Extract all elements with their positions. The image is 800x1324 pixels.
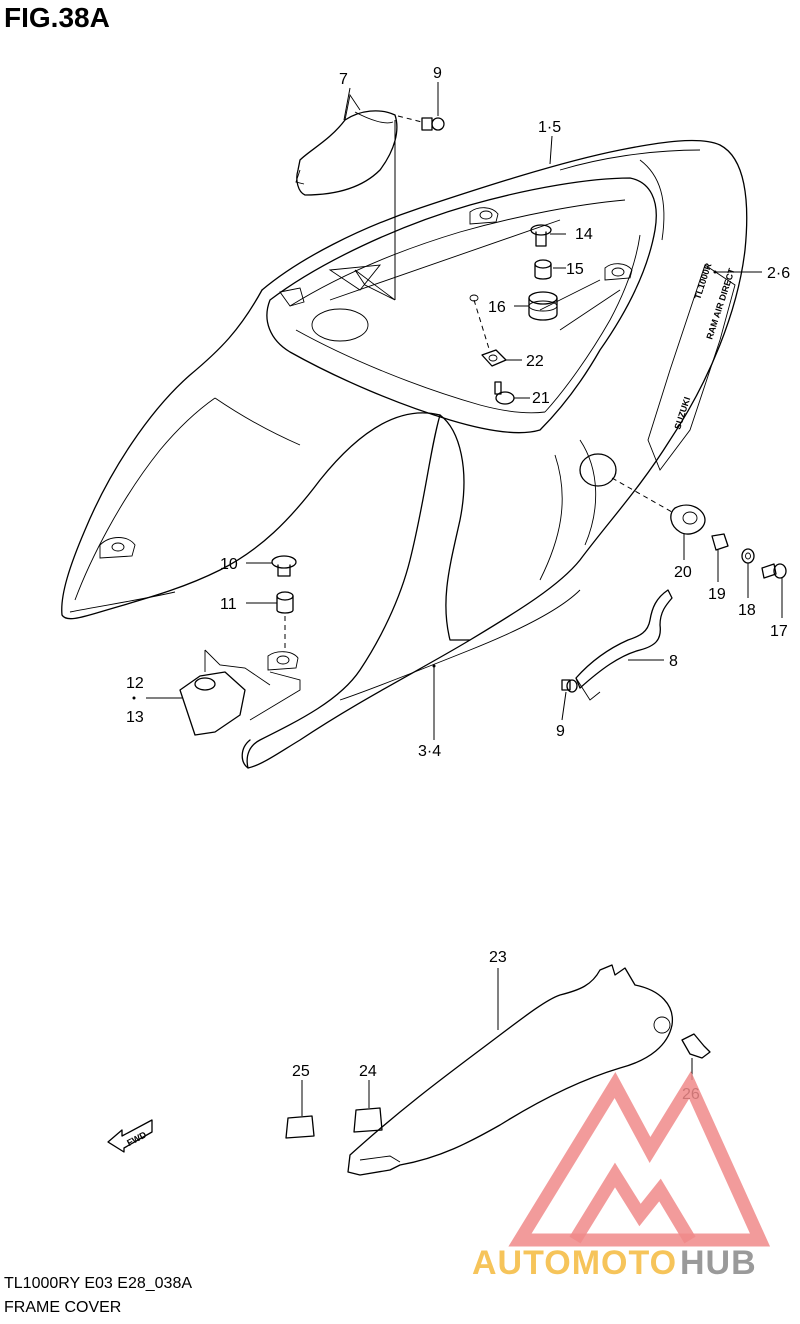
grommet-20 [670, 504, 706, 535]
svg-text:TL1000R: TL1000R [692, 261, 713, 300]
callout-3-4: 3·4 [418, 743, 441, 760]
callout-23: 23 [489, 949, 507, 966]
callout-12: 12 [126, 675, 144, 692]
collar-11 [276, 591, 294, 614]
fwd-arrow-icon: FWD [107, 1119, 153, 1153]
callout-13: 13 [126, 709, 144, 726]
nut-22 [481, 349, 507, 367]
seat-tail-cover [241, 139, 748, 769]
callout-1-5: 1·5 [538, 119, 561, 136]
washer-18 [741, 548, 755, 564]
callout-8: 8 [669, 653, 678, 670]
callout-17: 17 [770, 623, 788, 640]
pad-25 [285, 1115, 315, 1139]
callout-9-bottom: 9 [556, 723, 565, 740]
clip-26 [681, 1033, 711, 1059]
callout-19: 19 [708, 586, 726, 603]
callout-16: 16 [488, 299, 506, 316]
callout-15: 15 [566, 261, 584, 278]
screw-9-bottom [561, 679, 578, 693]
callout-2-6: 2·6 [767, 265, 790, 282]
pad-24 [353, 1107, 383, 1133]
collar-15 [534, 259, 552, 280]
leader-lines [132, 82, 783, 1116]
callout-14: 14 [575, 226, 593, 243]
mount-12-13 [179, 649, 271, 736]
svg-text:SUZUKI: SUZUKI [672, 396, 692, 431]
callout-24: 24 [359, 1063, 377, 1080]
watermark-text-right: HUB [680, 1244, 757, 1282]
figure-title: FIG.38A [4, 2, 110, 33]
callout-11: 11 [220, 596, 237, 613]
screw-14 [530, 224, 552, 247]
callout-7: 7 [339, 71, 348, 88]
callout-21: 21 [532, 390, 550, 407]
screw-9-top [421, 117, 445, 131]
callout-25: 25 [292, 1063, 310, 1080]
section-name: FRAME COVER [4, 1299, 122, 1316]
callout-18: 18 [738, 602, 756, 619]
side-bracket-8 [575, 589, 673, 701]
side-cover [61, 289, 617, 769]
emblem-decal: TL1000R RAM AIR DIRECT SUZUKI [647, 261, 737, 471]
model-code: TL1000RY E03 E28_038A [4, 1275, 193, 1292]
watermark-logo: AUTOMOTO HUB [472, 1071, 771, 1282]
inner-bracket-7 [295, 93, 398, 196]
cushion-16 [528, 291, 558, 321]
callout-22: 22 [526, 353, 544, 370]
screw-10 [271, 555, 297, 577]
collar-19 [711, 533, 729, 551]
lower-cover-23 [347, 964, 673, 1176]
callout-9-top: 9 [433, 65, 442, 82]
bolt-17 [761, 563, 787, 579]
bolt-21 [494, 381, 515, 405]
callout-20: 20 [674, 564, 692, 581]
watermark-text-left: AUTOMOTO [472, 1244, 677, 1282]
callout-10: 10 [220, 556, 238, 573]
